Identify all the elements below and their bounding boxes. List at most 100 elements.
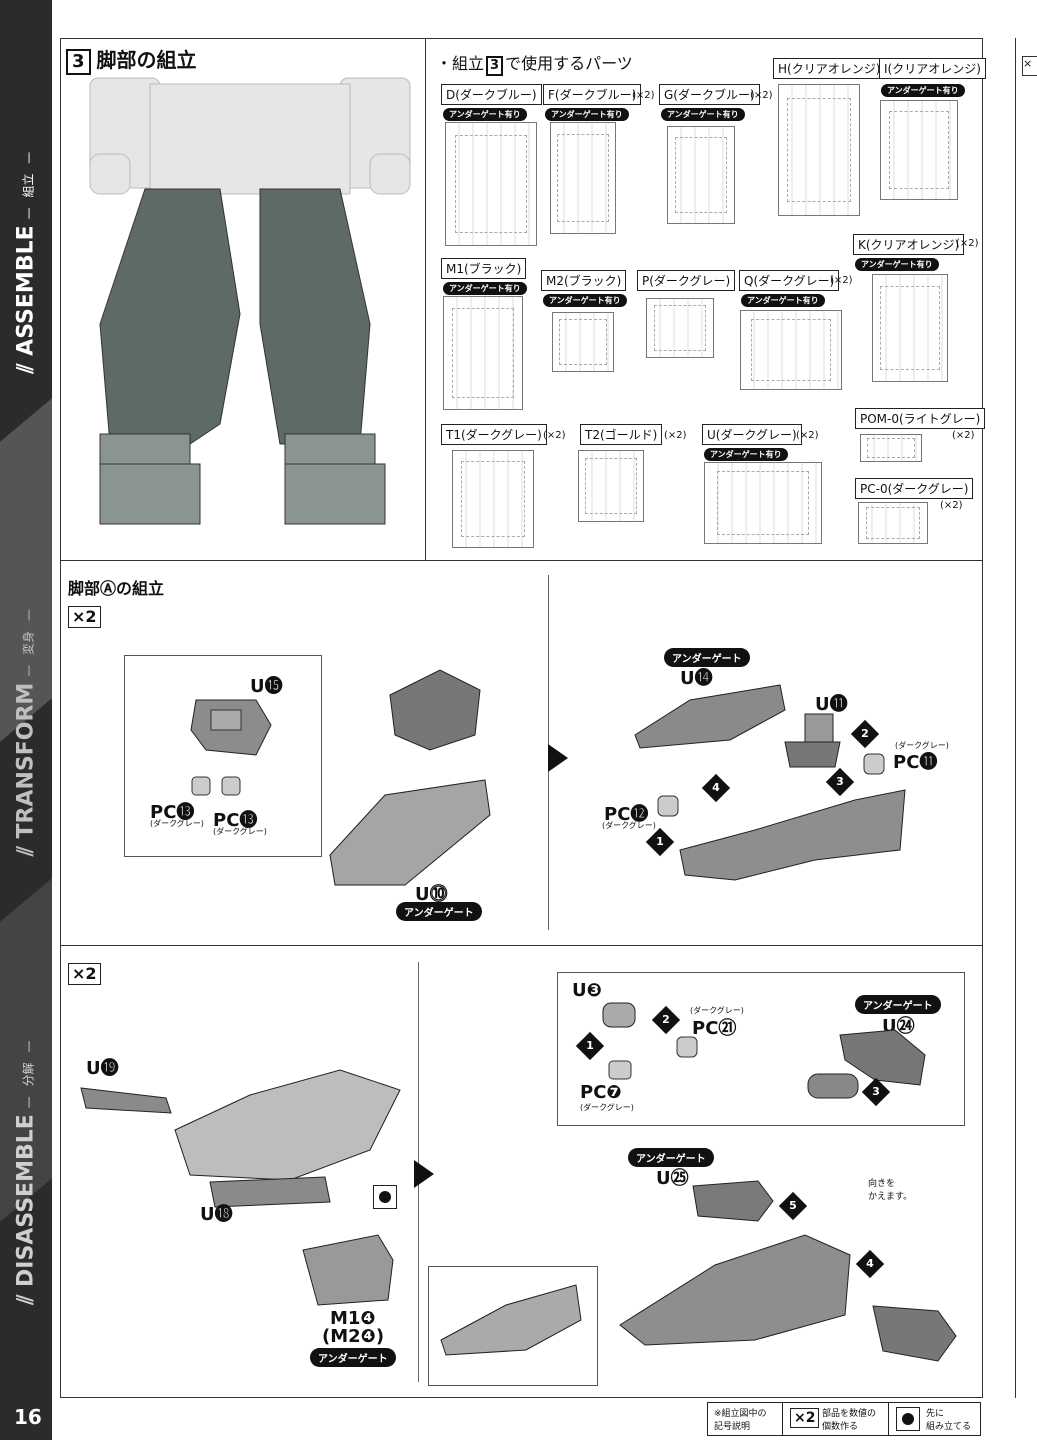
part-u25 bbox=[692, 1180, 774, 1222]
section-title-text: 脚部の組立 bbox=[96, 48, 197, 72]
step-2: 2 bbox=[850, 719, 880, 749]
first-assemble-icon bbox=[896, 1407, 920, 1431]
runner-m1 bbox=[443, 296, 523, 410]
label-u18: U⓲ bbox=[200, 1204, 233, 1225]
legend-x2: ×2 bbox=[790, 1408, 820, 1428]
part-joint bbox=[807, 1073, 859, 1099]
part-mult-g: (×2) bbox=[750, 90, 773, 101]
undergate-badge: アンダーゲート bbox=[855, 995, 941, 1014]
pc-caps bbox=[191, 776, 241, 796]
undergate-badge: アンダーゲート bbox=[396, 902, 482, 921]
step-text: 3 bbox=[836, 775, 844, 788]
label-u11: U⓫ bbox=[815, 694, 848, 715]
part-mult-q: (×2) bbox=[830, 275, 853, 286]
part-label-pc: PC-0(ダークグレー) bbox=[855, 478, 974, 499]
footer-legend: ※組立図中の 記号説明 ×2 部品を数値の 個数作る 先に 組み立てる bbox=[707, 1402, 981, 1436]
runner-pom bbox=[860, 434, 922, 462]
legend-x2-desc: 部品を数値の 個数作る bbox=[822, 1409, 877, 1432]
subsection-a-x2: ×2 bbox=[68, 606, 101, 628]
part-badge-i: アンダーゲート有り bbox=[881, 84, 965, 97]
label-pc11: PC⓫ bbox=[893, 752, 938, 773]
part-badge-m2: アンダーゲート有り bbox=[543, 294, 627, 307]
part-mult-t1: (×2) bbox=[543, 430, 566, 441]
side-label-assemble: ⫽ ASSEMBLE— 組立 — bbox=[13, 151, 39, 374]
runner-pc bbox=[858, 502, 928, 544]
step-text: 1 bbox=[586, 1039, 594, 1052]
side-transform-text: TRANSFORM bbox=[13, 682, 39, 839]
label-pc21: PC㉑ bbox=[692, 1018, 737, 1039]
step-text: 1 bbox=[656, 835, 664, 848]
runner-h bbox=[778, 84, 860, 216]
step-2: 2 bbox=[651, 1005, 681, 1035]
runner-q bbox=[740, 310, 842, 390]
step-1: 1 bbox=[645, 827, 675, 857]
part-label-f: F(ダークブルー) bbox=[543, 84, 642, 105]
pc-cap bbox=[657, 795, 679, 817]
part-label-m2: M2(ブラック) bbox=[541, 270, 627, 291]
part-badge-d: アンダーゲート有り bbox=[443, 108, 527, 121]
part-label-h: H(クリアオレンジ) bbox=[773, 58, 886, 79]
part-label-q: Q(ダークグレー) bbox=[739, 270, 840, 291]
color-note: (ダークグレー) bbox=[602, 821, 656, 830]
pc-cap bbox=[676, 1036, 698, 1058]
part-label-t2: T2(ゴールド) bbox=[580, 424, 663, 445]
runner-g bbox=[667, 126, 735, 224]
step-text: 2 bbox=[861, 727, 869, 740]
part-main-body bbox=[174, 1069, 401, 1181]
runner-i bbox=[880, 100, 958, 200]
runner-p bbox=[646, 298, 714, 358]
step-text: 4 bbox=[712, 781, 720, 794]
part-label-p: P(ダークグレー) bbox=[637, 270, 736, 291]
part-u15 bbox=[190, 699, 272, 756]
subsection-b-x2: ×2 bbox=[68, 963, 101, 985]
step-4: 4 bbox=[855, 1249, 885, 1279]
part-leg-assembly bbox=[619, 1234, 851, 1346]
legend-divider bbox=[782, 1403, 783, 1435]
part-foot-joint bbox=[872, 1305, 957, 1362]
color-note: (ダークグレー) bbox=[690, 1006, 744, 1015]
parts-heading-num: 3 bbox=[486, 56, 504, 76]
divider bbox=[425, 38, 426, 560]
part-u24 bbox=[839, 1029, 926, 1086]
next-page-edge bbox=[1015, 38, 1037, 1398]
part-u3 bbox=[602, 1002, 636, 1028]
label-m24: (M2❹) bbox=[322, 1326, 385, 1347]
runner-t1 bbox=[452, 450, 534, 548]
part-mult-f: (×2) bbox=[632, 90, 655, 101]
parts-heading-prefix: ・組立 bbox=[436, 54, 485, 73]
part-label-d: D(ダークブルー) bbox=[441, 84, 542, 105]
part-label-pom: POM-0(ライトグレー) bbox=[855, 408, 986, 429]
legs-illustration bbox=[89, 77, 411, 525]
detail-box-c bbox=[428, 1266, 598, 1386]
label-u3: U❸ bbox=[572, 980, 602, 1001]
undergate-badge: アンダーゲート bbox=[664, 648, 750, 667]
label-m14: M1❹ bbox=[330, 1308, 376, 1329]
part-badge-q: アンダーゲート有り bbox=[741, 294, 825, 307]
pc-cap bbox=[608, 1060, 632, 1080]
part-label-g: G(ダークブルー) bbox=[659, 84, 760, 105]
part-upper bbox=[389, 669, 481, 751]
legend-title: ※組立図中の 記号説明 bbox=[714, 1409, 767, 1432]
step-text: 5 bbox=[789, 1199, 797, 1212]
step-text: 2 bbox=[662, 1013, 670, 1026]
part-mult-u: (×2) bbox=[796, 430, 819, 441]
undergate-badge: アンダーゲート bbox=[310, 1348, 396, 1367]
part-mult-k: (×2) bbox=[956, 238, 979, 249]
part-u14 bbox=[634, 684, 786, 749]
part-lower-assembly bbox=[679, 789, 906, 881]
runner-t2 bbox=[578, 450, 644, 522]
part-label-m1: M1(ブラック) bbox=[441, 258, 527, 279]
detail-box-a bbox=[124, 655, 322, 857]
label-pc12: PC⓬ bbox=[604, 804, 649, 825]
step-text: 3 bbox=[872, 1085, 880, 1098]
page-number: 16 bbox=[14, 1405, 42, 1429]
label-u19: U⓳ bbox=[86, 1058, 119, 1079]
detail-box-b bbox=[557, 972, 965, 1126]
side-disassemble-text: DISASSEMBLE bbox=[13, 1114, 39, 1287]
label-u25: U㉕ bbox=[656, 1168, 689, 1189]
side-assemble-sub: 組立 bbox=[21, 173, 36, 198]
part-badge-g: アンダーゲート有り bbox=[661, 108, 745, 121]
color-note: (ダークグレー) bbox=[580, 1103, 634, 1112]
subsection-a-title: 脚部Ⓐの組立 bbox=[68, 579, 165, 598]
